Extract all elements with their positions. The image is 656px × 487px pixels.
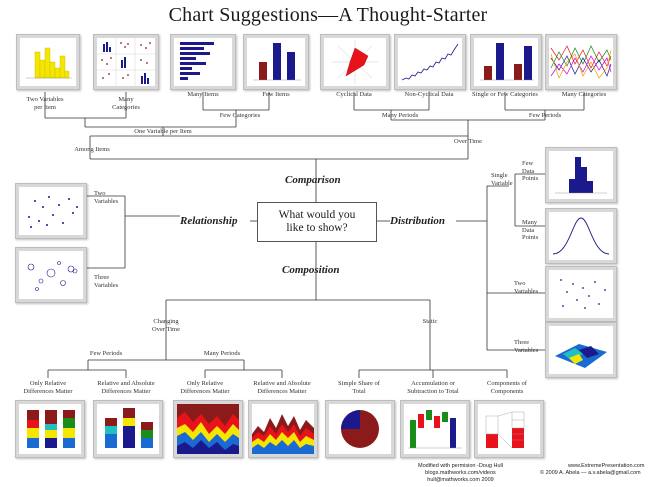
label-non-cyclical-data: Non-Cyclical Data — [404, 91, 454, 98]
label-static: Static — [422, 318, 438, 325]
page-title: Chart Suggestions—A Thought-Starter — [168, 4, 488, 26]
label-relative-absolute-1: Relative and Absolute Differences Matter — [97, 380, 155, 395]
3d-area-chart-thumbnail — [545, 322, 617, 378]
label-few-categories: Few Categories — [219, 112, 261, 119]
stacked-column-thumbnail — [93, 400, 163, 458]
pie-chart-icon — [341, 410, 379, 448]
label-simple-share: Simple Share of Total — [338, 380, 380, 395]
stacked-column-icon — [105, 408, 153, 448]
few-categories-column-thumbnail — [470, 34, 542, 90]
stacked-100-column-thumbnail — [15, 400, 85, 458]
stacked-area-thumbnail — [248, 400, 318, 458]
label-single-or-few-categories: Single or Few Categories — [472, 91, 538, 98]
footer-copyright-line: © 2009 A. Abela — a.v.abela@gmail.com — [540, 470, 641, 476]
branch-distribution: Distribution — [390, 215, 446, 227]
label-many-periods: Many Periods — [381, 112, 419, 119]
label-many-categories: Many Categories — [112, 96, 140, 111]
footer-credits: Modified with permision -Doug Hull blogs… — [418, 463, 503, 484]
label-over-time: Over Time — [454, 138, 482, 145]
stacked-area-icon — [252, 414, 314, 454]
scatter-matrix-icon — [97, 38, 155, 86]
label-relative-absolute-2: Relative and Absolute Differences Matter — [253, 380, 311, 395]
label-many-categories-time: Many Categories — [561, 91, 607, 98]
label-accumulation: Accumulation or Subtraction to Total — [407, 380, 459, 395]
line-histogram-icon — [552, 217, 610, 255]
scatter-matrix-thumbnail — [93, 34, 159, 90]
branch-composition: Composition — [282, 264, 340, 276]
horizontal-bar-thumbnail — [170, 34, 236, 90]
line-chart-icon — [401, 43, 459, 81]
label-relationship-two-variables: Two Variables — [94, 190, 119, 205]
label-few-data-points: Few Data Points — [522, 160, 539, 182]
column-chart-thumbnail — [243, 34, 309, 90]
label-among-items: Among Items — [74, 146, 110, 153]
waterfall-chart-thumbnail — [400, 400, 470, 458]
stacked-100-column-with-subcomponents-icon — [485, 411, 525, 449]
label-few-items: Few Items — [262, 91, 290, 98]
label-relationship-three-variables: Three Variables — [94, 274, 119, 289]
scatter-plot-thumbnail — [15, 183, 87, 239]
waterfall-chart-icon — [408, 410, 462, 449]
histogram-icon — [26, 47, 72, 79]
stacked-100-column-icon — [27, 410, 75, 448]
label-composition-many-periods: Many Periods — [203, 350, 241, 357]
multi-line-chart-thumbnail — [545, 34, 617, 90]
label-few-periods: Few Periods — [528, 112, 562, 119]
label-components-of-components: Components of Components — [487, 380, 527, 395]
central-question-line-2: like to show? — [286, 222, 348, 234]
label-cyclical-data: Cyclical Data — [336, 91, 372, 98]
column-histogram-icon — [555, 157, 607, 194]
column-histogram-thumbnail — [545, 147, 617, 203]
radar-chart-thumbnail — [320, 34, 390, 90]
footer-credit-line-2: blogs.mathworks.com/videos — [425, 470, 496, 476]
central-question-line-1: What would you — [278, 209, 356, 221]
distribution-scatter-thumbnail — [545, 266, 617, 322]
label-distribution-three-variables: Three Variables — [514, 339, 539, 354]
line-histogram-thumbnail — [545, 208, 617, 264]
branch-relationship: Relationship — [180, 215, 238, 227]
label-only-relative-2: Only Relative Differences Matter — [180, 380, 230, 395]
label-two-variables-per-item: Two Variables per Item — [26, 96, 64, 111]
label-many-data-points: Many Data Points — [522, 219, 539, 241]
footer-credit-line-3: hull@mathworks.com 2009 — [427, 477, 494, 483]
stacked-100-area-thumbnail — [173, 400, 243, 458]
label-composition-few-periods: Few Periods — [89, 350, 123, 357]
footer-copyright: www.ExtremePresentation.com © 2009 A. Ab… — [540, 463, 644, 477]
stacked-100-with-subcomponents-thumbnail — [474, 400, 544, 458]
label-single-variable: Single Variable — [491, 172, 513, 187]
line-chart-thumbnail — [394, 34, 466, 90]
stacked-100-area-icon — [177, 404, 239, 454]
histogram-thumbnail — [16, 34, 80, 90]
radar-chart-icon — [332, 40, 378, 84]
label-only-relative-1: Only Relative Differences Matter — [23, 380, 73, 395]
branch-comparison: Comparison — [285, 174, 341, 186]
bubble-chart-thumbnail — [15, 247, 87, 303]
label-one-variable-per-item: One Variable per Item — [134, 128, 192, 135]
3d-area-chart-icon — [555, 344, 607, 368]
scatter-plot-icon — [28, 196, 78, 228]
column-chart-icon — [480, 43, 534, 81]
label-distribution-two-variables: Two Variables — [514, 280, 539, 295]
bubble-chart-icon — [27, 261, 78, 291]
horizontal-bar-icon — [180, 42, 214, 80]
multi-line-chart-icon — [550, 45, 612, 79]
scatter-plot-icon — [560, 279, 606, 309]
footer-credit-line-1: Modified with permision -Doug Hull — [418, 463, 503, 469]
pie-chart-thumbnail — [325, 400, 395, 458]
footer-website: www.ExtremePresentation.com — [568, 463, 645, 469]
central-question-box: What would you like to show? — [257, 202, 377, 242]
label-changing-over-time: Changing Over Time — [152, 318, 180, 333]
label-many-items: Many Items — [187, 91, 219, 98]
column-chart-icon — [253, 43, 301, 81]
